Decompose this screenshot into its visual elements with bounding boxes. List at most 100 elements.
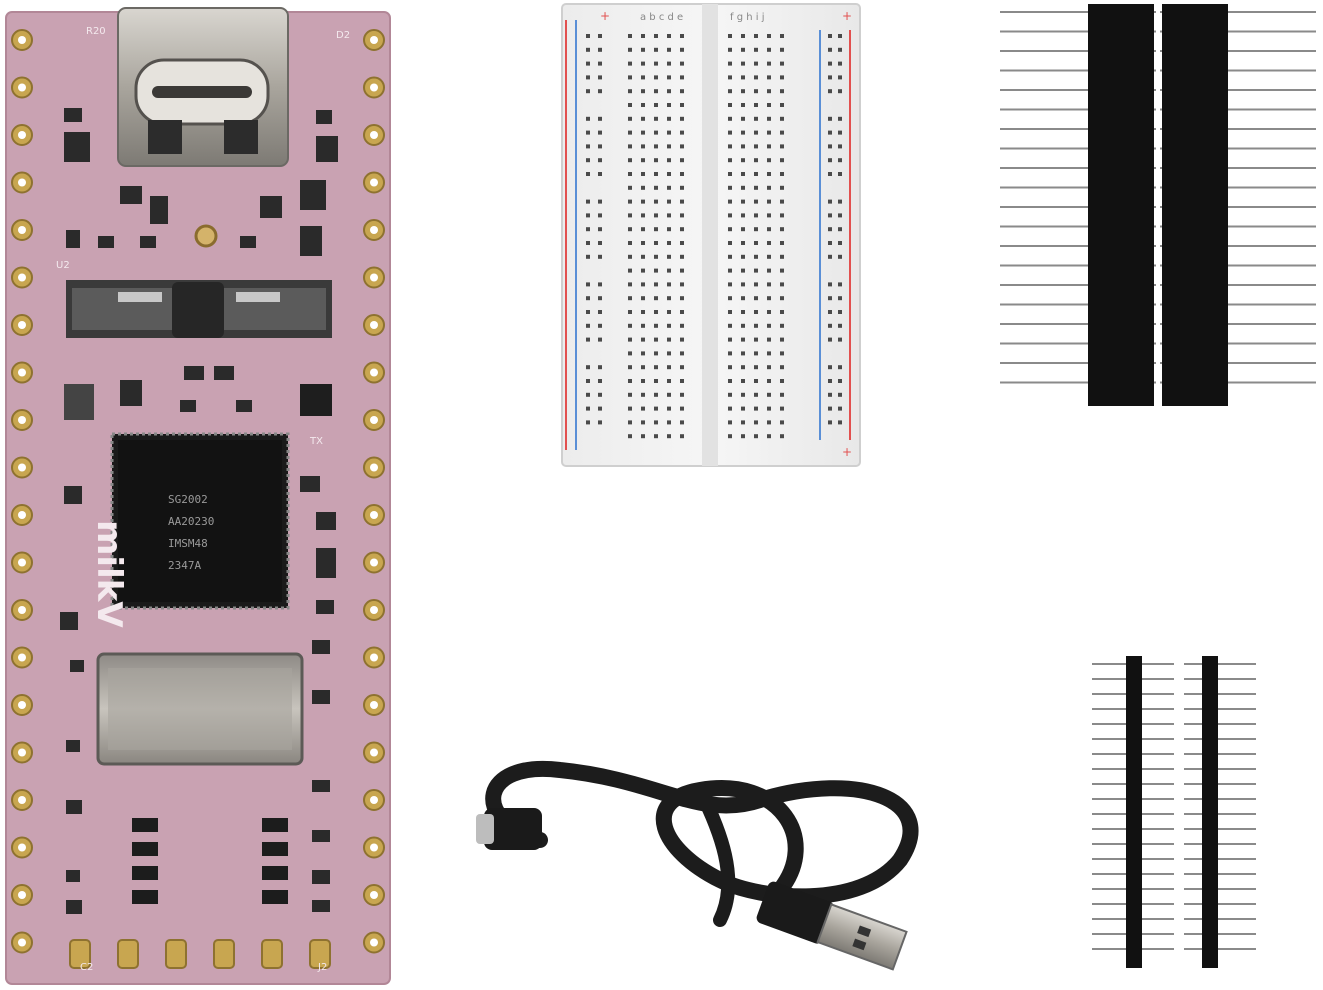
- short-pin-headers: [1092, 656, 1256, 968]
- bb-rail-hole: [828, 282, 832, 287]
- bb-hole: [641, 199, 645, 204]
- bb-hole: [754, 268, 758, 273]
- bb-rail-hole: [828, 172, 832, 176]
- bb-rail-hole: [838, 213, 842, 218]
- bb-rail-hole: [586, 89, 590, 94]
- bb-rail-hole: [828, 337, 832, 342]
- bb-hole: [641, 89, 645, 94]
- bb-hole: [754, 130, 758, 135]
- bb-hole: [680, 392, 684, 397]
- bb-rail-hole: [598, 75, 602, 80]
- bb-hole: [667, 365, 671, 370]
- bb-letters-right: f g h i j: [730, 12, 764, 23]
- bb-rail-hole: [838, 379, 842, 383]
- bb-hole: [628, 89, 632, 94]
- bb-hole: [641, 434, 645, 439]
- bb-hole: [680, 34, 684, 38]
- soc-chip: SG2002 AA20230 IMSM48 2347A: [110, 432, 290, 610]
- bb-hole: [628, 337, 632, 342]
- bb-hole: [628, 434, 632, 439]
- smd-part: [316, 110, 332, 124]
- bb-hole: [680, 282, 684, 287]
- bb-hole: [754, 379, 758, 383]
- bb-hole: [754, 310, 758, 314]
- bb-rail-hole: [828, 75, 832, 80]
- bb-hole: [741, 420, 745, 425]
- bb-rail-hole: [838, 144, 842, 149]
- bb-hole: [728, 254, 732, 259]
- bb-hole: [654, 75, 658, 80]
- bb-rail-hole: [828, 365, 832, 370]
- bb-hole: [628, 365, 632, 370]
- breadboard: a b c d e f g h i j + + +: [561, 3, 861, 467]
- bb-hole: [780, 103, 784, 107]
- bb-hole: [767, 158, 771, 163]
- bb-rail-hole: [586, 365, 590, 370]
- bb-hole: [680, 254, 684, 259]
- bb-rail-hole: [598, 296, 602, 301]
- bb-hole: [728, 172, 732, 176]
- bb-plus-top: +: [600, 9, 610, 23]
- bb-hole: [767, 434, 771, 439]
- sd-card-slot: [96, 652, 304, 766]
- bb-hole: [641, 241, 645, 245]
- bb-hole: [641, 337, 645, 342]
- bb-hole: [780, 365, 784, 370]
- bb-rail-hole: [586, 75, 590, 80]
- bb-rail-hole: [828, 406, 832, 411]
- bb-hole: [667, 254, 671, 259]
- bb-rail-hole: [598, 365, 602, 370]
- bb-hole: [628, 351, 632, 356]
- bb-hole: [667, 213, 671, 218]
- bb-hole: [767, 241, 771, 245]
- bb-rail-hole: [838, 34, 842, 38]
- bb-hole: [741, 365, 745, 370]
- bb-hole: [641, 406, 645, 411]
- bb-hole: [728, 365, 732, 370]
- bb-hole: [628, 227, 632, 232]
- bb-hole: [728, 392, 732, 397]
- bb-hole: [654, 323, 658, 328]
- bb-hole: [654, 351, 658, 356]
- bb-rail-hole: [598, 282, 602, 287]
- bb-hole: [680, 75, 684, 80]
- smd-components: [60, 108, 338, 914]
- smd-part: [300, 180, 326, 210]
- smd-part: [316, 512, 336, 530]
- bb-hole: [654, 420, 658, 425]
- bb-hole: [780, 379, 784, 383]
- bb-rail-hole: [828, 241, 832, 245]
- bb-hole: [728, 47, 732, 52]
- bb-hole: [767, 337, 771, 342]
- bb-hole: [654, 158, 658, 163]
- bb-hole: [754, 158, 758, 163]
- bb-hole: [767, 144, 771, 149]
- bb-hole: [667, 241, 671, 245]
- bb-hole: [667, 199, 671, 204]
- bb-rail-hole: [838, 392, 842, 397]
- bottom-pad: [69, 939, 91, 969]
- silk-j2: J2: [317, 962, 327, 973]
- bb-hole: [741, 144, 745, 149]
- bb-hole: [780, 116, 784, 121]
- bb-hole: [654, 199, 658, 204]
- bb-hole: [680, 420, 684, 425]
- bb-rail-hole: [828, 227, 832, 232]
- bb-hole: [628, 379, 632, 383]
- bb-hole: [767, 103, 771, 107]
- bb-hole: [754, 227, 758, 232]
- bb-hole: [628, 310, 632, 314]
- bb-hole: [654, 227, 658, 232]
- bb-rail-hole: [838, 310, 842, 314]
- bb-rail-hole: [838, 75, 842, 80]
- smd-part: [66, 870, 80, 882]
- bb-hole: [641, 392, 645, 397]
- bb-rail-hole: [586, 254, 590, 259]
- tall-pin-headers: [1000, 4, 1316, 406]
- bb-rail-hole: [828, 158, 832, 163]
- bb-rail-hole: [828, 34, 832, 38]
- bb-rail-hole: [586, 47, 590, 52]
- bb-rail-hole: [598, 337, 602, 342]
- bb-hole: [667, 379, 671, 383]
- smd-part: [300, 226, 322, 256]
